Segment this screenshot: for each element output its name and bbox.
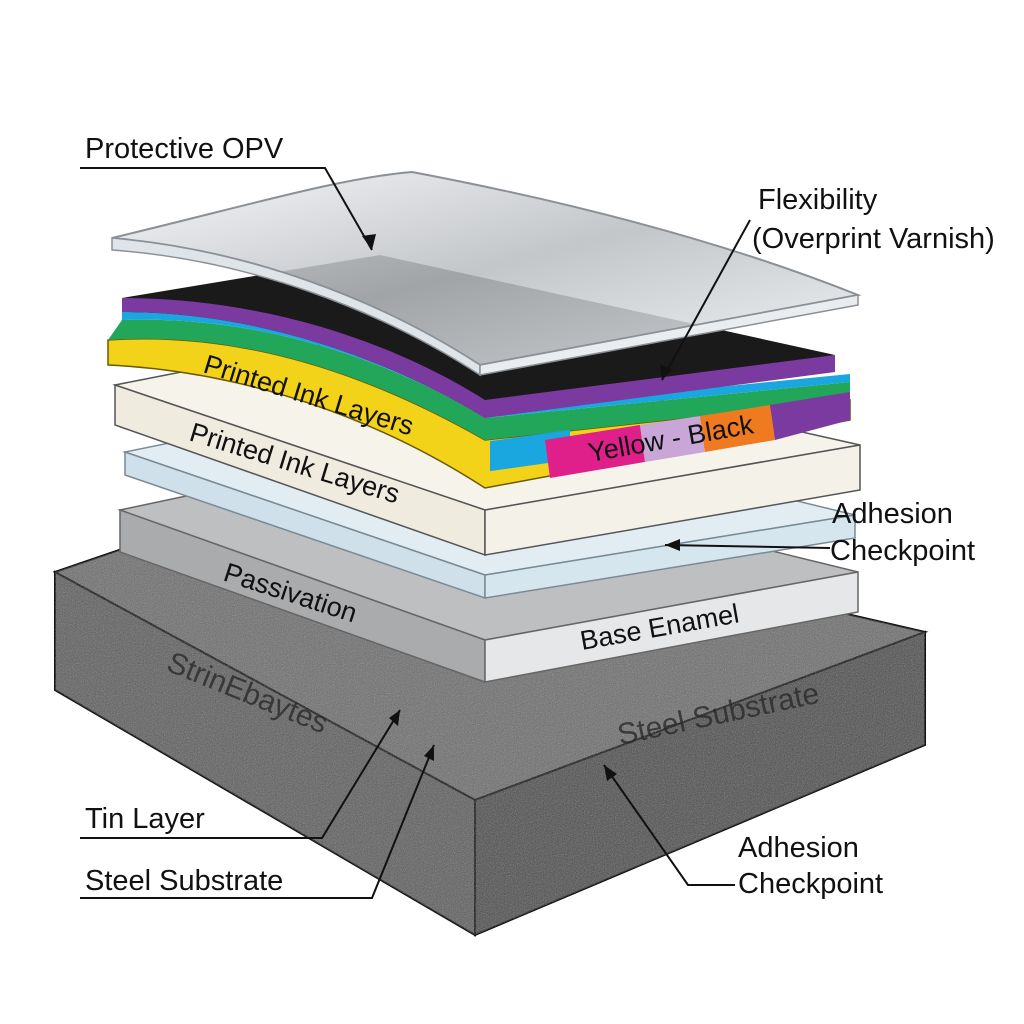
protective-opv-label: Protective OPV — [85, 133, 284, 165]
adhesion-checkpoint-upper-label-1: Adhesion — [832, 498, 953, 530]
adhesion-checkpoint-lower-label-1: Adhesion — [738, 832, 859, 864]
adhesion-checkpoint-upper-label-2: Checkpoint — [830, 535, 975, 567]
steel-substrate-label: Steel Substrate — [85, 865, 283, 897]
flexibility-label: Flexibility — [758, 184, 878, 216]
protective-opv-layer — [111, 170, 862, 377]
leader-lines — [80, 167, 831, 899]
overprint-varnish-label: (Overprint Varnish) — [752, 223, 995, 255]
adhesion-checkpoint-lower-label-2: Checkpoint — [738, 868, 883, 900]
tin-layer-label: Tin Layer — [85, 803, 205, 835]
